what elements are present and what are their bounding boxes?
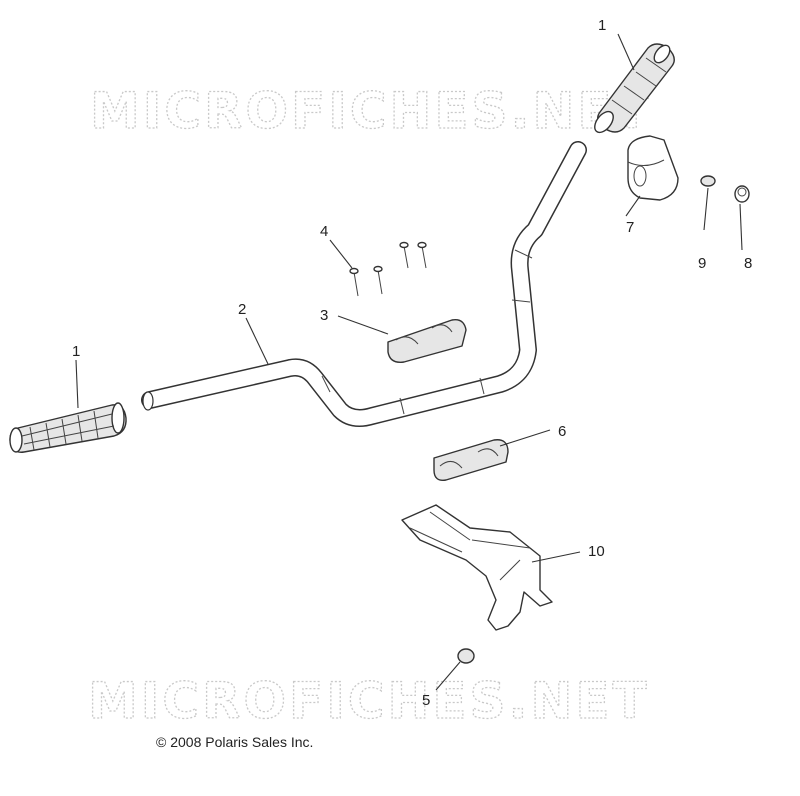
right-grip-part[interactable]	[591, 42, 675, 135]
left-grip-part[interactable]	[9, 402, 127, 453]
bolts-part[interactable]	[349, 241, 427, 297]
leader-10	[531, 551, 581, 563]
leader-5	[435, 661, 461, 691]
plug-part[interactable]	[734, 185, 750, 203]
leader-6	[499, 429, 551, 447]
leader-8	[739, 203, 743, 251]
callout-3: 3	[320, 307, 328, 324]
lower-clamp-part[interactable]	[433, 439, 509, 481]
insert-part[interactable]	[700, 175, 716, 187]
callout-6: 6	[558, 423, 566, 440]
callout-4: 4	[320, 223, 328, 240]
leader-1-right	[617, 33, 635, 71]
upper-clamp-part[interactable]	[387, 319, 467, 363]
callout-8: 8	[744, 255, 752, 272]
callout-2: 2	[238, 301, 246, 318]
copyright-text: © 2008 Polaris Sales Inc.	[156, 734, 313, 750]
switch-housing-part[interactable]	[627, 135, 679, 201]
watermark-top: MICROFICHES.NET	[90, 82, 652, 140]
nut-part[interactable]	[457, 648, 475, 664]
leader-4	[329, 239, 353, 269]
leader-1-left	[75, 359, 79, 409]
leader-9	[703, 187, 709, 231]
leader-7	[625, 195, 641, 217]
callout-7: 7	[626, 219, 634, 236]
callout-9: 9	[698, 255, 706, 272]
callout-1-left: 1	[72, 343, 80, 360]
leader-2	[245, 317, 269, 365]
handlebar-part[interactable]	[141, 141, 587, 427]
callout-10: 10	[588, 543, 605, 560]
callout-5: 5	[422, 692, 430, 709]
leader-3	[337, 315, 389, 335]
watermark-bottom: MICROFICHES.NET	[88, 672, 650, 730]
bracket-part[interactable]	[401, 504, 553, 631]
callout-1-right: 1	[598, 17, 606, 34]
